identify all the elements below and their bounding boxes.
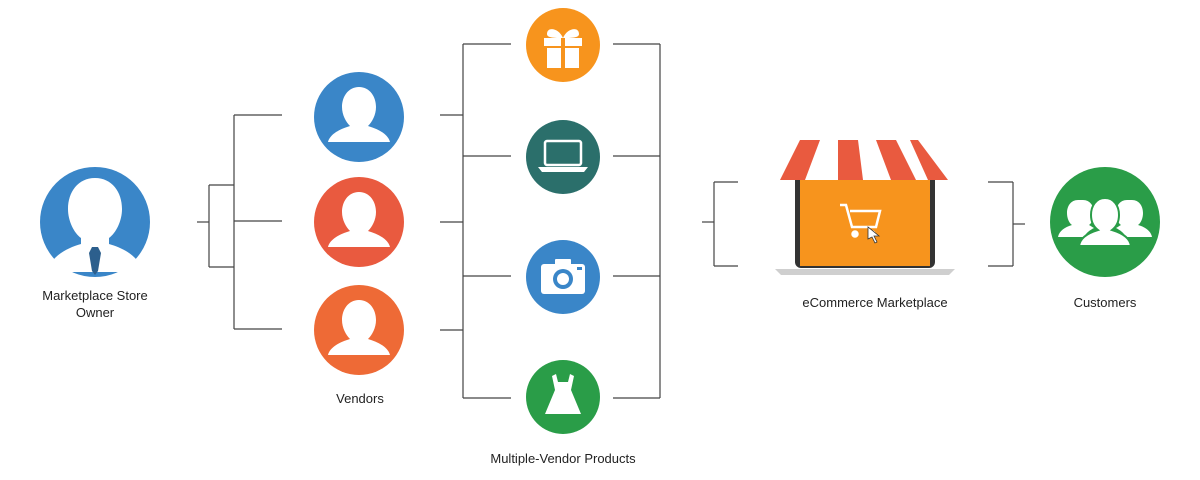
vendors-label: Vendors bbox=[336, 391, 384, 406]
owner-label-line1: Marketplace Store bbox=[42, 288, 148, 303]
shop-cart-icon bbox=[840, 203, 882, 244]
vendor-node bbox=[314, 177, 404, 267]
person-icon bbox=[328, 87, 390, 142]
group-icon bbox=[1058, 196, 1152, 247]
marketplace-label: eCommerce Marketplace bbox=[802, 295, 948, 310]
product-node-laptop bbox=[526, 120, 600, 194]
person-icon bbox=[328, 192, 390, 247]
product-node-dress bbox=[526, 360, 600, 434]
product-node-camera bbox=[526, 240, 600, 314]
customers-label: Customers bbox=[1073, 295, 1137, 310]
dress-icon bbox=[545, 374, 581, 414]
products-label: Multiple-Vendor Products bbox=[490, 451, 636, 466]
owner-node bbox=[40, 167, 150, 277]
vendor-node bbox=[314, 285, 404, 375]
vendor-node bbox=[314, 72, 404, 162]
owner-label-line2: Owner bbox=[75, 305, 115, 320]
product-circle bbox=[526, 120, 600, 194]
business-person-icon bbox=[47, 178, 143, 275]
awning bbox=[765, 140, 948, 180]
person-icon bbox=[328, 300, 390, 355]
owner-label: Marketplace Store Owner bbox=[30, 287, 160, 321]
camera-icon bbox=[541, 259, 585, 294]
connectors bbox=[197, 43, 1025, 399]
marketplace-node bbox=[765, 140, 955, 275]
product-node-gift bbox=[526, 8, 600, 82]
customers-node bbox=[1050, 167, 1160, 277]
laptop-icon bbox=[538, 139, 588, 172]
